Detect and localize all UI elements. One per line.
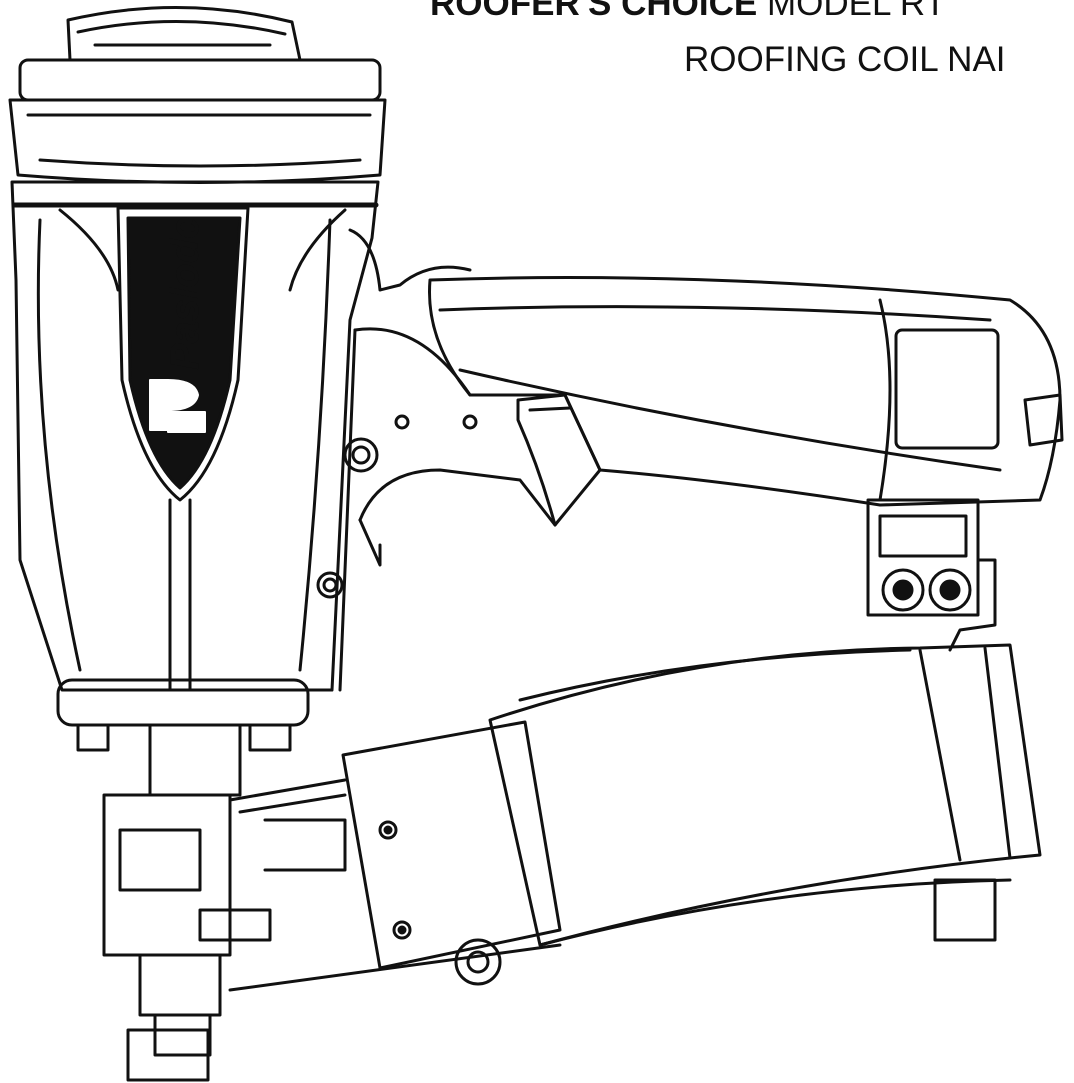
title-line-2: ROOFING COIL NAI bbox=[684, 40, 1006, 79]
nose-assembly bbox=[102, 723, 562, 1082]
air-fitting bbox=[866, 498, 997, 652]
frame bbox=[316, 228, 557, 692]
brand-logo-text: Paslode bbox=[163, 217, 207, 370]
title-model: MODEL RT bbox=[766, 0, 946, 23]
motor-housing bbox=[10, 180, 380, 692]
magazine bbox=[228, 720, 562, 970]
handle bbox=[428, 276, 1064, 507]
top-cap bbox=[8, 6, 387, 184]
brand-logo: Paslode bbox=[149, 217, 207, 433]
coil-canister bbox=[488, 643, 1042, 947]
title-line-1: ROOFER'S CHOICE MODEL RT bbox=[430, 0, 946, 24]
title-brand: ROOFER'S CHOICE bbox=[430, 0, 758, 23]
trigger bbox=[516, 393, 602, 527]
